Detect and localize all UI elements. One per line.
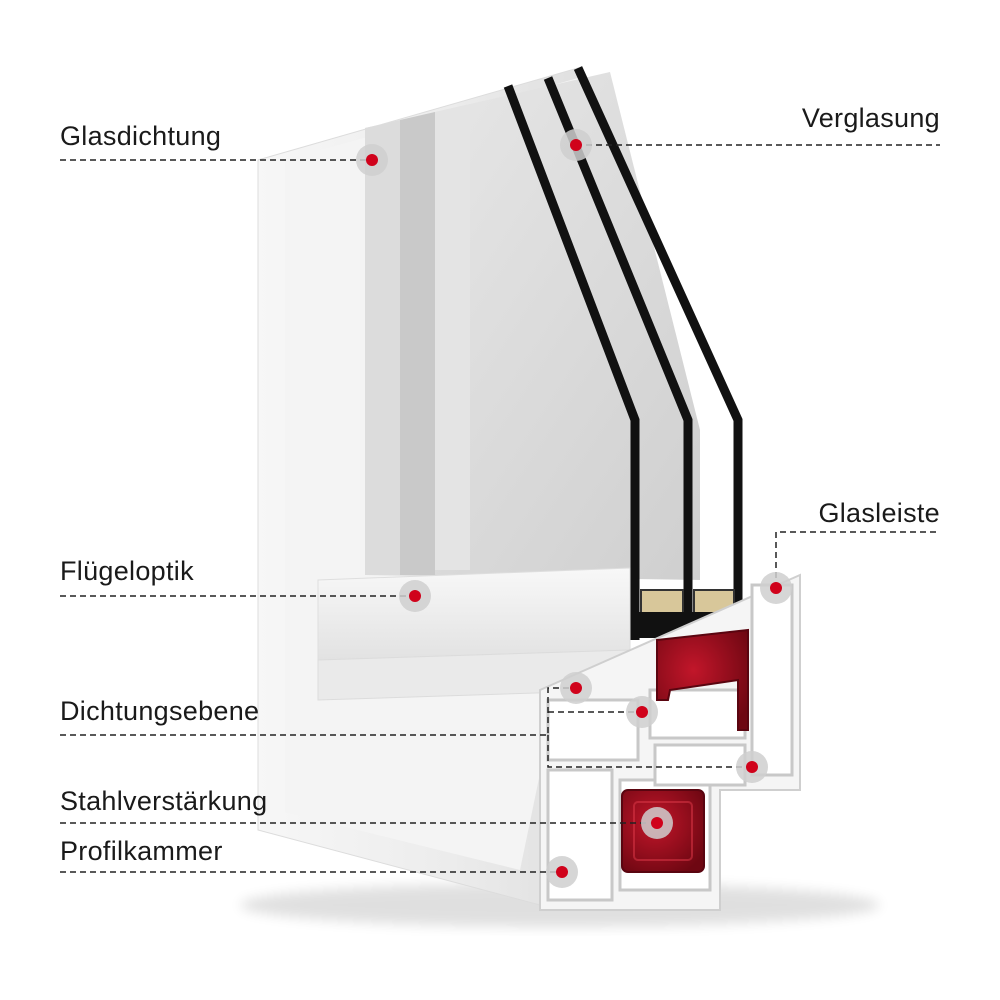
- marker-dichtungsebene-1[interactable]: [560, 672, 592, 704]
- marker-dot: [746, 761, 758, 773]
- marker-dot: [570, 682, 582, 694]
- marker-stahlverstaerkung[interactable]: [641, 807, 673, 839]
- marker-verglasung[interactable]: [560, 129, 592, 161]
- leader-lines: [60, 144, 940, 873]
- label-profilkammer: Profilkammer: [60, 836, 223, 866]
- glass-edge-2: [543, 76, 693, 640]
- steel-reinforcement-upper: [656, 628, 749, 731]
- label-verglasung: Verglasung: [801, 103, 940, 133]
- label-dichtungsebene: Dichtungsebene: [60, 696, 260, 726]
- marker-dot: [556, 866, 568, 878]
- spacer-1: [640, 589, 684, 615]
- glass-edge-1: [503, 84, 640, 640]
- sash-band-1: [365, 120, 400, 575]
- marker-fluegeloptik[interactable]: [399, 580, 431, 612]
- marker-dichtungsebene-2[interactable]: [626, 696, 658, 728]
- label-fluegeloptik: Flügeloptik: [60, 556, 194, 586]
- label-stahlverstaerkung: Stahlverstärkung: [60, 786, 268, 816]
- label-glasdichtung: Glasdichtung: [60, 121, 222, 151]
- steel-reinforcement-inner: [633, 801, 693, 861]
- sash-sill: [317, 567, 631, 661]
- marker-dot: [770, 582, 782, 594]
- marker-dot: [636, 706, 648, 718]
- glass-edge-3: [573, 66, 743, 640]
- marker-glasdichtung[interactable]: [356, 144, 388, 176]
- marker-dot: [409, 590, 421, 602]
- marker-dot: [366, 154, 378, 166]
- marker-dot: [570, 139, 582, 151]
- marker-glasleiste[interactable]: [760, 572, 792, 604]
- marker-dichtungsebene-3[interactable]: [736, 751, 768, 783]
- leader-glasleiste: [775, 531, 940, 588]
- marker-profilkammer[interactable]: [546, 856, 578, 888]
- label-glasleiste: Glasleiste: [818, 498, 940, 528]
- sash-band-2: [400, 112, 435, 575]
- leader-dichtungsebene-2: [547, 735, 752, 768]
- marker-dot: [651, 817, 663, 829]
- sash-band-3: [435, 104, 470, 570]
